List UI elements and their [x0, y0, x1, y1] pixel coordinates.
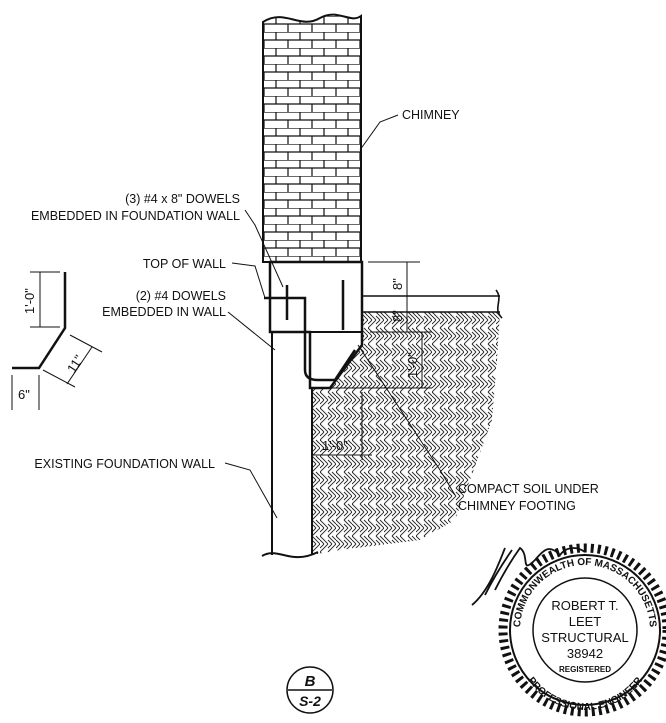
- dim-bar-diag: 11": [64, 352, 87, 376]
- section-detail-id: B: [305, 673, 316, 690]
- label-soil-line1: COMPACT SOIL UNDER: [458, 482, 599, 496]
- stamp-name1: ROBERT T.: [551, 598, 618, 613]
- dim-bar-leg: 1'-0": [22, 288, 37, 314]
- dim-footing-depth: 1'-0": [405, 352, 420, 378]
- leader-lines: [224, 114, 456, 519]
- stamp-discipline: STRUCTURAL: [541, 630, 628, 645]
- signature: [471, 546, 586, 606]
- dim-footing-width: 1'-0": [322, 438, 348, 453]
- stamp-name2: LEET: [569, 614, 602, 629]
- bar-bend-detail: 1'-0" 11" 6": [11, 271, 103, 410]
- dowel-bars-2: [264, 296, 357, 382]
- section-marker: B S-2: [286, 666, 334, 714]
- label-existing-wall: EXISTING FOUNDATION WALL: [34, 457, 215, 471]
- label-dowels-2-line1: (2) #4 DOWELS: [136, 289, 226, 303]
- slab: [361, 289, 503, 319]
- section-sheet-id: S-2: [299, 693, 321, 709]
- dim-slab-8b: 8": [390, 310, 405, 322]
- label-dowels-2-line2: EMBEDDED IN WALL: [102, 305, 226, 319]
- label-dowels-3-line2: EMBEDDED IN FOUNDATION WALL: [31, 209, 240, 223]
- chimney-brick: [262, 13, 362, 263]
- dim-bar-hook: 6": [18, 387, 30, 402]
- dim-slab-8a: 8": [390, 278, 405, 290]
- stamp-number: 38942: [567, 646, 603, 661]
- label-dowels-3-line1: (3) #4 x 8" DOWELS: [125, 192, 240, 206]
- label-top-of-wall: TOP OF WALL: [143, 257, 226, 271]
- engineer-stamp: COMMONWEALTH OF MASSACHUSETTS PROFESSION…: [498, 543, 666, 717]
- compact-soil-hatch: [312, 312, 500, 555]
- dimension-lines: [311, 261, 441, 471]
- dowel-bars-3: [285, 280, 345, 330]
- label-chimney: CHIMNEY: [402, 108, 460, 122]
- label-soil-line2: CHIMNEY FOOTING: [458, 499, 576, 513]
- stamp-registered: REGISTERED: [559, 665, 611, 674]
